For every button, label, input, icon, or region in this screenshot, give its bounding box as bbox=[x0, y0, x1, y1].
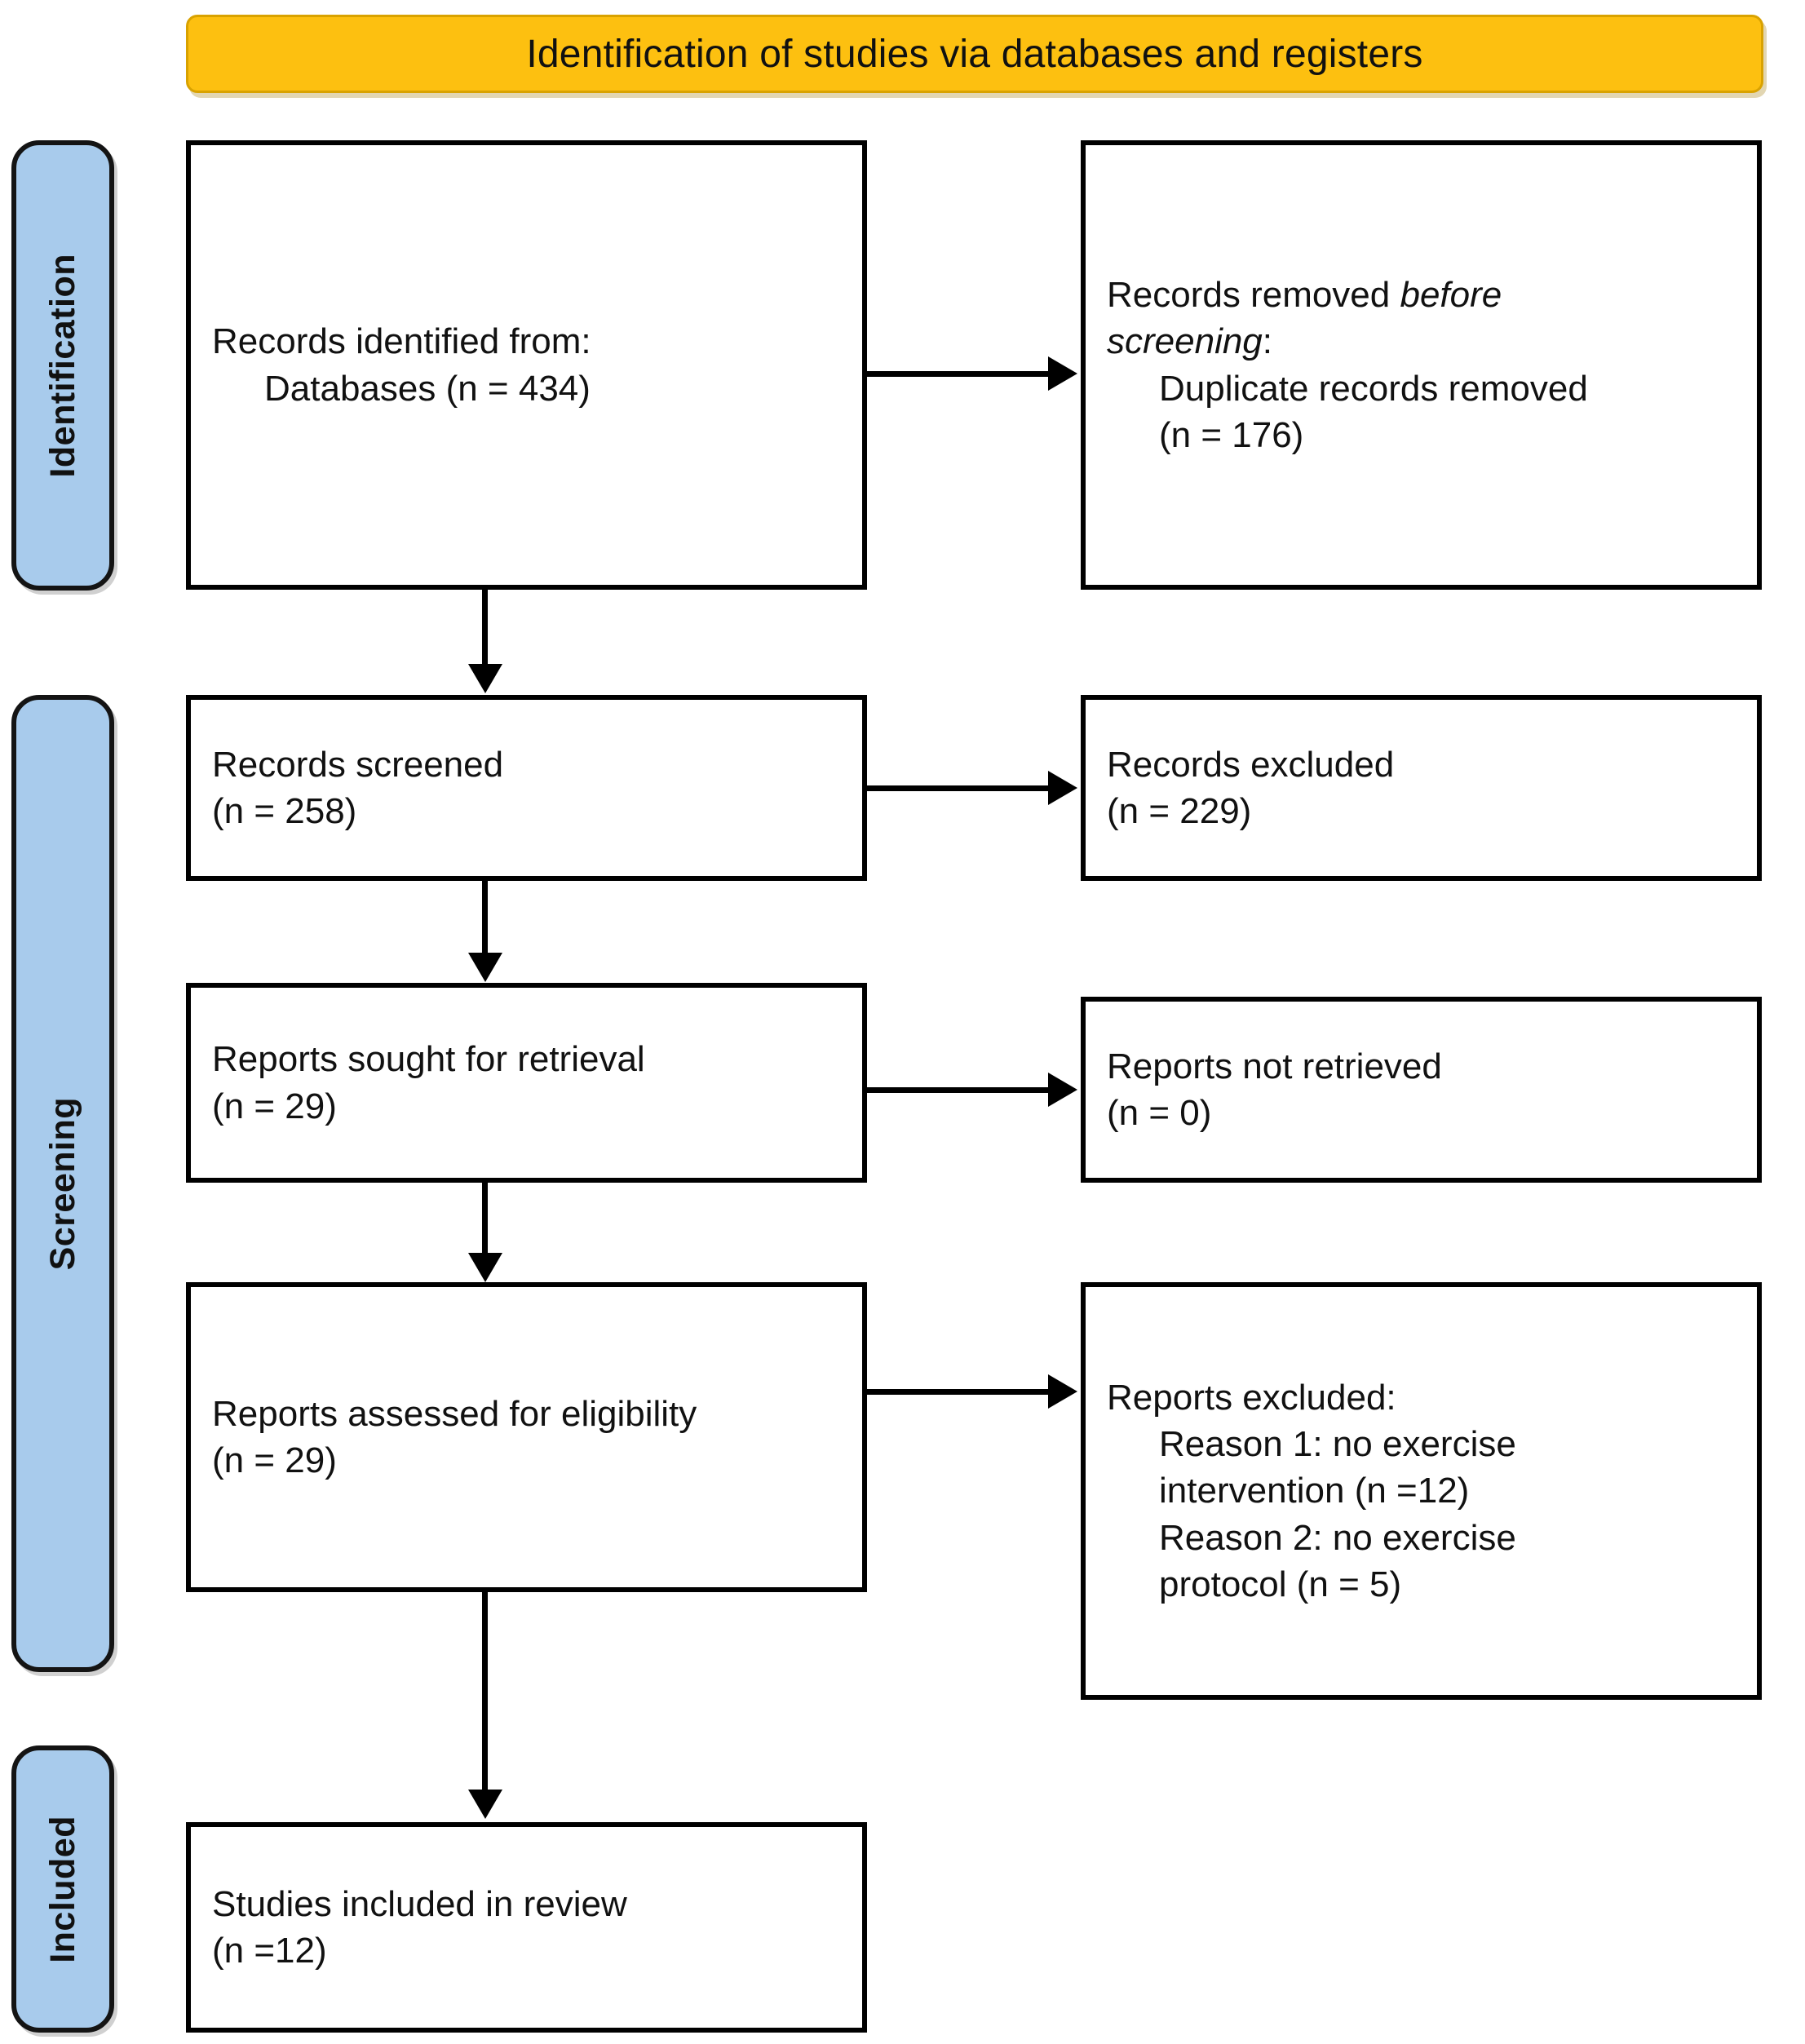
arrow-screened-to-excluded bbox=[1048, 771, 1077, 805]
connector-identified-to-removed bbox=[867, 371, 1048, 377]
records-screened-line-1: Records screened bbox=[212, 744, 504, 785]
connector-screened-to-excluded bbox=[867, 785, 1048, 791]
records-removed-line-1: Records removed before bbox=[1107, 272, 1736, 318]
arrow-assessed-to-included bbox=[468, 1790, 502, 1819]
records-removed-line-2: screening: bbox=[1107, 318, 1736, 365]
node-reports-excluded-reasons: Reports excluded: Reason 1: no exercise … bbox=[1081, 1282, 1762, 1700]
reports-excluded-line-5: protocol (n = 5) bbox=[1159, 1564, 1402, 1604]
reports-sought-line-2: (n = 29) bbox=[212, 1086, 337, 1126]
records-screened-line-2: (n = 258) bbox=[212, 791, 357, 831]
node-records-identified: Records identified from: Databases (n = … bbox=[186, 140, 867, 590]
studies-included-line-1: Studies included in review bbox=[212, 1883, 627, 1924]
stage-label-screening: Screening bbox=[42, 1096, 82, 1271]
records-removed-italic-screening: screening bbox=[1107, 321, 1263, 362]
studies-included-line-2: (n =12) bbox=[212, 1931, 327, 1971]
connector-assessed-to-included bbox=[482, 1592, 488, 1792]
stage-pill-identification: Identification bbox=[11, 140, 114, 591]
connector-sought-to-assessed bbox=[482, 1183, 488, 1254]
node-reports-not-retrieved: Reports not retrieved (n = 0) bbox=[1081, 997, 1762, 1183]
reports-sought-line-1: Reports sought for retrieval bbox=[212, 1039, 645, 1080]
records-removed-prefix: Records removed bbox=[1107, 275, 1400, 316]
reports-excluded-line-2: Reason 1: no exercise bbox=[1159, 1424, 1516, 1465]
records-identified-line-1: Records identified from: bbox=[212, 321, 591, 362]
arrow-identified-to-screened bbox=[468, 664, 502, 693]
node-records-removed: Records removed before screening: Duplic… bbox=[1081, 140, 1762, 590]
arrow-identified-to-removed bbox=[1048, 356, 1077, 391]
records-removed-line-4: (n = 176) bbox=[1159, 414, 1304, 455]
connector-screened-to-sought bbox=[482, 881, 488, 954]
phase-banner-title: Identification of studies via databases … bbox=[526, 32, 1423, 76]
node-records-screened: Records screened (n = 258) bbox=[186, 695, 867, 881]
arrow-sought-to-not-retrieved bbox=[1048, 1073, 1077, 1107]
records-removed-line-3: Duplicate records removed bbox=[1159, 368, 1588, 409]
stage-pill-included: Included bbox=[11, 1745, 114, 2033]
reports-excluded-line-3: intervention (n =12) bbox=[1159, 1471, 1470, 1511]
reports-not-retrieved-line-1: Reports not retrieved bbox=[1107, 1046, 1442, 1086]
reports-excluded-line-4: Reason 2: no exercise bbox=[1159, 1517, 1516, 1558]
node-studies-included: Studies included in review (n =12) bbox=[186, 1822, 867, 2033]
reports-excluded-line-1: Reports excluded: bbox=[1107, 1378, 1396, 1418]
node-reports-sought: Reports sought for retrieval (n = 29) bbox=[186, 983, 867, 1183]
connector-sought-to-not-retrieved bbox=[867, 1087, 1048, 1093]
reports-assessed-line-1: Reports assessed for eligibility bbox=[212, 1393, 697, 1434]
connector-identified-to-screened bbox=[482, 590, 488, 666]
connector-assessed-to-excluded bbox=[867, 1389, 1048, 1395]
records-removed-colon: : bbox=[1262, 321, 1273, 362]
stage-label-included: Included bbox=[42, 1815, 82, 1963]
arrow-assessed-to-excluded bbox=[1048, 1374, 1077, 1409]
node-records-excluded: Records excluded (n = 229) bbox=[1081, 695, 1762, 881]
phase-banner-identification: Identification of studies via databases … bbox=[186, 15, 1763, 93]
stage-label-identification: Identification bbox=[42, 253, 82, 478]
records-identified-line-2: Databases (n = 434) bbox=[264, 368, 591, 409]
stage-pill-screening: Screening bbox=[11, 695, 114, 1672]
arrow-sought-to-assessed bbox=[468, 1253, 502, 1282]
node-reports-assessed: Reports assessed for eligibility (n = 29… bbox=[186, 1282, 867, 1592]
records-excluded-line-1: Records excluded bbox=[1107, 744, 1395, 785]
records-excluded-line-2: (n = 229) bbox=[1107, 791, 1252, 831]
reports-assessed-line-2: (n = 29) bbox=[212, 1440, 337, 1480]
records-removed-italic-before: before bbox=[1400, 275, 1502, 316]
arrow-screened-to-sought bbox=[468, 953, 502, 982]
reports-not-retrieved-line-2: (n = 0) bbox=[1107, 1093, 1212, 1133]
